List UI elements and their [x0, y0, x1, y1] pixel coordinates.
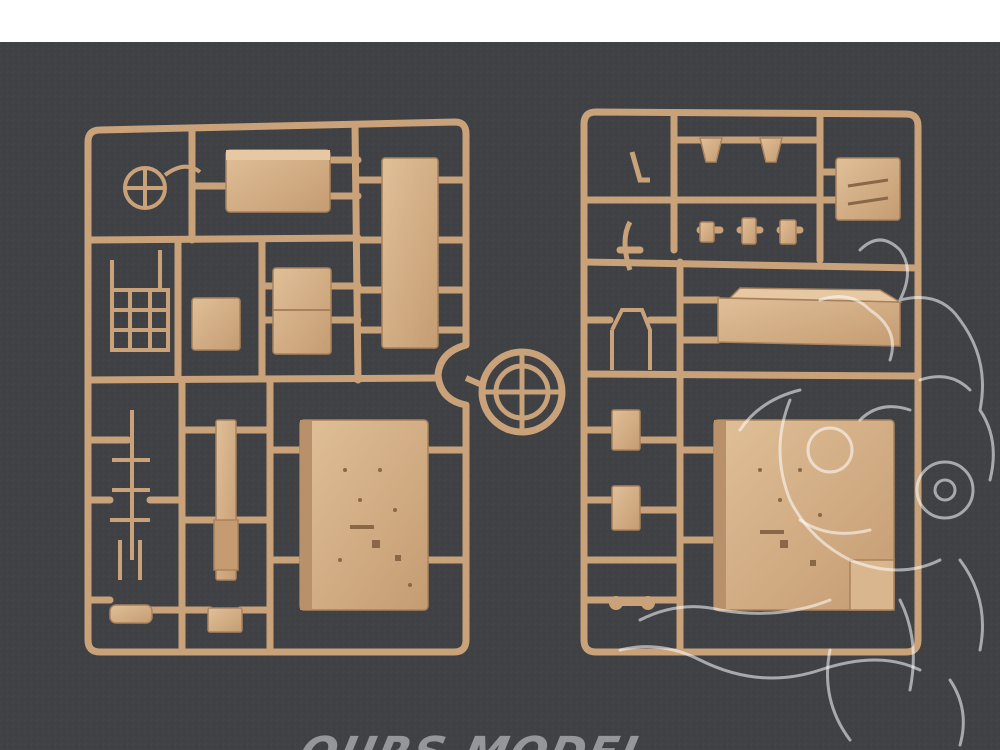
background	[0, 42, 1000, 750]
photo-svg	[0, 42, 1000, 750]
right-sprue	[580, 108, 922, 656]
photo: OURS MODEL	[0, 42, 1000, 750]
right-sprue-parts	[609, 137, 903, 611]
mascot-watermark-icon	[618, 238, 995, 747]
spoked-wheel	[464, 348, 566, 436]
watermark-text: OURS MODEL	[295, 728, 656, 750]
left-sprue-parts	[109, 149, 439, 633]
